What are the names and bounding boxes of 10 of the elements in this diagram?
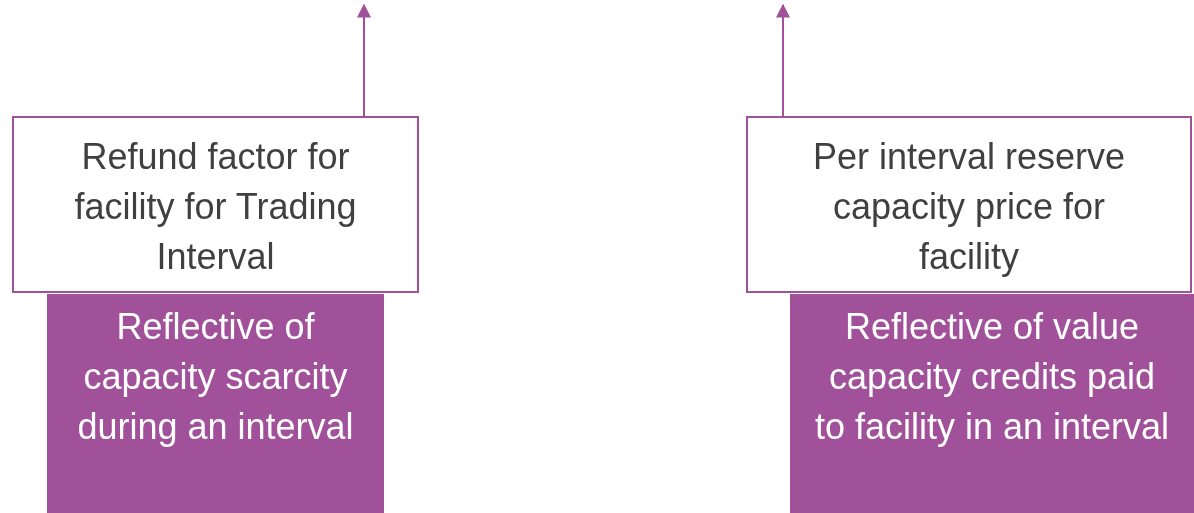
label-box (746, 116, 1192, 293)
description-box (47, 294, 384, 513)
box-text: Per interval reserve capacity price for facility (811, 135, 1127, 279)
box-text: Reflective of capacity scarcity during an interval (76, 305, 355, 449)
label-box (12, 116, 419, 293)
arrow (357, 3, 371, 117)
arrow (776, 3, 790, 117)
box-text: Reflective of value capacity credits paid to facility in an interval (813, 305, 1171, 449)
box-text: Refund factor for facility for Trading Interval (73, 135, 358, 279)
description-box (790, 294, 1194, 513)
